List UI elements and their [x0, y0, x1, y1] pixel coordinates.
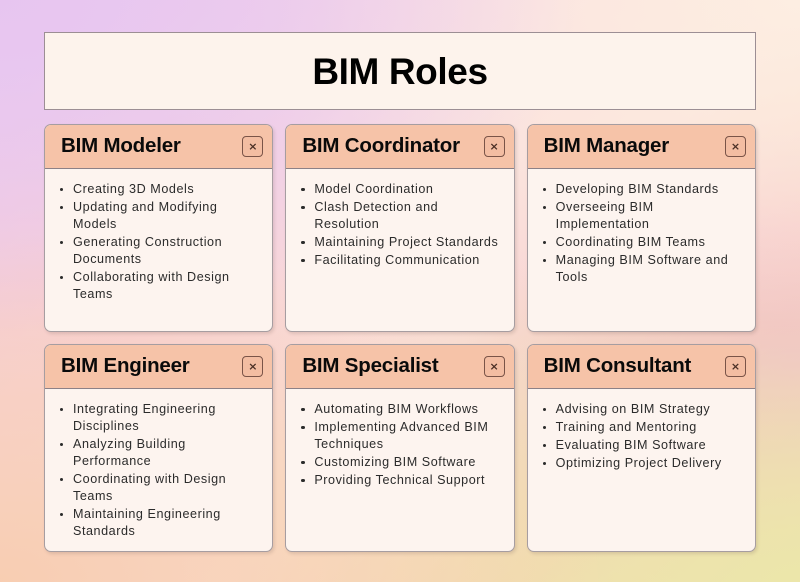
responsibility-list: Automating BIM Workflows Implementing Ad… — [298, 401, 503, 489]
list-item: Analyzing Building Performance — [57, 436, 262, 470]
list-item: Optimizing Project Delivery — [540, 455, 745, 472]
list-item: Customizing BIM Software — [298, 454, 503, 471]
card-title: BIM Consultant — [543, 354, 692, 378]
list-item: Updating and Modifying Models — [57, 199, 262, 233]
close-icon: × — [248, 359, 258, 373]
card-header: BIM Manager × — [527, 125, 755, 169]
roles-card-grid: BIM Modeler × Creating 3D Models Updatin… — [44, 124, 756, 552]
role-card-bim-engineer: BIM Engineer × Integrating Engineering D… — [44, 344, 274, 552]
close-button[interactable]: × — [242, 136, 264, 157]
list-item: Providing Technical Support — [298, 472, 503, 489]
card-header: BIM Specialist × — [286, 345, 514, 389]
card-body: Developing BIM Standards Overseeing BIM … — [528, 169, 755, 331]
list-item: Developing BIM Standards — [540, 181, 745, 198]
card-body: Creating 3D Models Updating and Modifyin… — [45, 169, 272, 331]
close-button[interactable]: × — [724, 136, 746, 157]
card-header: BIM Coordinator × — [286, 125, 514, 169]
list-item: Maintaining Project Standards — [298, 234, 503, 251]
card-title: BIM Coordinator — [302, 134, 460, 158]
responsibility-list: Advising on BIM Strategy Training and Me… — [540, 401, 745, 472]
list-item: Coordinating with Design Teams — [57, 471, 262, 505]
page-title-panel: BIM Roles — [44, 32, 756, 110]
card-header: BIM Engineer × — [45, 345, 273, 389]
list-item: Model Coordination — [298, 181, 503, 198]
list-item: Training and Mentoring — [540, 419, 745, 436]
card-title: BIM Modeler — [61, 134, 181, 158]
role-card-bim-manager: BIM Manager × Developing BIM Standards O… — [526, 124, 756, 332]
card-title: BIM Engineer — [61, 354, 190, 378]
list-item: Collaborating with Design Teams — [57, 269, 262, 303]
role-card-bim-coordinator: BIM Coordinator × Model Coordination Cla… — [285, 124, 515, 332]
card-title: BIM Specialist — [302, 354, 439, 378]
responsibility-list: Model Coordination Clash Detection and R… — [298, 181, 503, 269]
close-button[interactable]: × — [242, 356, 264, 377]
list-item: Overseeing BIM Implementation — [540, 199, 745, 233]
list-item: Implementing Advanced BIM Techniques — [298, 419, 503, 453]
responsibility-list: Integrating Engineering Disciplines Anal… — [57, 401, 262, 540]
list-item: Maintaining Engineering Standards — [57, 506, 262, 540]
close-button[interactable]: × — [483, 136, 505, 157]
list-item: Generating Construction Documents — [57, 234, 262, 268]
role-card-bim-specialist: BIM Specialist × Automating BIM Workflow… — [285, 344, 515, 552]
card-header: BIM Modeler × — [45, 125, 273, 169]
list-item: Clash Detection and Resolution — [298, 199, 503, 233]
card-body: Advising on BIM Strategy Training and Me… — [528, 389, 755, 551]
responsibility-list: Creating 3D Models Updating and Modifyin… — [57, 181, 262, 303]
list-item: Creating 3D Models — [57, 181, 262, 198]
role-card-bim-modeler: BIM Modeler × Creating 3D Models Updatin… — [44, 124, 274, 332]
role-card-bim-consultant: BIM Consultant × Advising on BIM Strateg… — [526, 344, 756, 552]
card-header: BIM Consultant × — [527, 345, 755, 389]
card-body: Model Coordination Clash Detection and R… — [286, 169, 513, 331]
close-icon: × — [730, 359, 741, 373]
list-item: Integrating Engineering Disciplines — [57, 401, 262, 435]
card-title: BIM Manager — [543, 134, 670, 158]
list-item: Coordinating BIM Teams — [540, 234, 745, 251]
list-item: Facilitating Communication — [298, 252, 503, 269]
list-item: Managing BIM Software and Tools — [540, 252, 745, 286]
close-icon: × — [489, 359, 499, 373]
close-button[interactable]: × — [724, 356, 746, 377]
card-body: Automating BIM Workflows Implementing Ad… — [286, 389, 513, 551]
list-item: Advising on BIM Strategy — [540, 401, 745, 418]
list-item: Evaluating BIM Software — [540, 437, 745, 454]
close-button[interactable]: × — [483, 356, 505, 377]
list-item: Automating BIM Workflows — [298, 401, 503, 418]
close-icon: × — [730, 139, 741, 153]
responsibility-list: Developing BIM Standards Overseeing BIM … — [540, 181, 745, 286]
page-title: BIM Roles — [312, 50, 488, 92]
card-body: Integrating Engineering Disciplines Anal… — [45, 389, 272, 551]
close-icon: × — [489, 139, 499, 153]
close-icon: × — [248, 139, 258, 153]
